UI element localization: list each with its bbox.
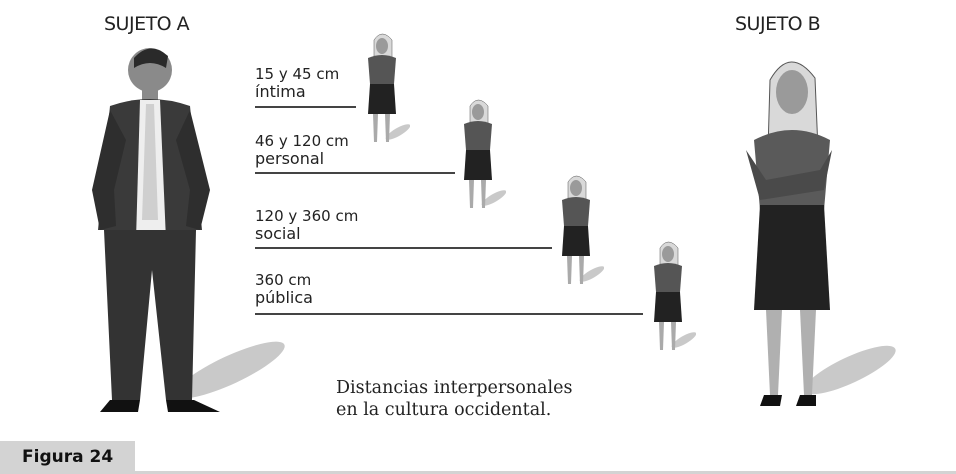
subject-a-label: SUJETO A bbox=[104, 13, 190, 35]
zone-name: social bbox=[255, 224, 301, 243]
man-figure bbox=[92, 48, 285, 412]
small-woman-figure bbox=[654, 241, 696, 350]
small-woman-figure bbox=[368, 33, 410, 142]
figure-label: Figura 24 bbox=[22, 447, 114, 467]
zone-range: 46 y 120 cm bbox=[255, 132, 349, 150]
zone-line-personal bbox=[255, 172, 455, 174]
zone-line-social bbox=[255, 247, 552, 249]
zone-name: personal bbox=[255, 149, 325, 168]
small-woman-figure bbox=[464, 99, 506, 208]
figure-underline bbox=[135, 471, 956, 474]
diagram-caption: Distancias interpersonales en la cultura… bbox=[336, 377, 572, 421]
figure-label-box bbox=[0, 441, 135, 474]
caption-line-1: Distancias interpersonales bbox=[336, 378, 573, 398]
zone-personal: 46 y 120 cm personal bbox=[255, 133, 349, 168]
zone-line-publica bbox=[255, 313, 643, 315]
zone-publica: 360 cm pública bbox=[255, 272, 313, 307]
zone-social: 120 y 360 cm social bbox=[255, 208, 358, 243]
zone-range: 120 y 360 cm bbox=[255, 207, 359, 225]
subject-b-label: SUJETO B bbox=[735, 13, 821, 35]
figure-bar: Figura 24 bbox=[0, 441, 956, 474]
small-woman-figure bbox=[562, 175, 604, 284]
woman-figure bbox=[746, 61, 896, 406]
zone-name: pública bbox=[255, 288, 313, 307]
zone-intima: 15 y 45 cm íntima bbox=[255, 66, 339, 101]
zone-range: 15 y 45 cm bbox=[255, 65, 340, 83]
caption-line-2: en la cultura occidental. bbox=[336, 400, 552, 420]
zone-range: 360 cm bbox=[255, 271, 312, 289]
zone-name: íntima bbox=[255, 82, 306, 101]
zone-line-intima bbox=[255, 106, 356, 108]
